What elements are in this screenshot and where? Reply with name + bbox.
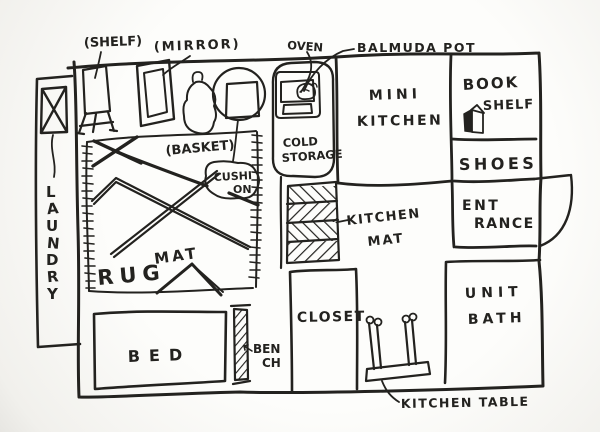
kitchen-table-icon <box>364 312 432 383</box>
entrance-room: ENT RANCE <box>462 198 535 232</box>
bench-icon <box>229 303 252 386</box>
shoes-cabinet: SHOES <box>459 154 538 174</box>
unit-bath-room: UNIT BATH <box>443 258 542 385</box>
laundry-letter: R <box>46 267 60 286</box>
kitchen-mat-icon <box>285 180 341 265</box>
unit-bath-label-line2: BATH <box>468 310 526 328</box>
closet-label: CLOSET <box>297 309 366 326</box>
basket-icon <box>182 71 217 135</box>
washing-machine-icon <box>39 85 69 135</box>
mirror-label: (MIRROR) <box>154 37 241 55</box>
kitchen-table-leader-line <box>381 380 400 403</box>
laundry-room: L A U N D R Y <box>34 74 82 349</box>
cushion-label-line2: ON <box>233 183 252 196</box>
rug-zigzag-pattern <box>90 135 260 297</box>
shelf-leader-line <box>94 51 102 79</box>
mirror-leader-line <box>162 55 191 76</box>
book-shelf-label-line2: SHELF <box>483 97 535 114</box>
rug-fringe-left <box>81 145 96 289</box>
basket-label: (BASKET) <box>165 138 235 159</box>
kitchen-mat-label-line2: MAT <box>367 231 405 250</box>
rug-icon <box>81 130 263 297</box>
kitchen-mat-label-line1: KITCHEN <box>346 206 422 229</box>
mini-kitchen-room: MINI KITCHEN <box>357 86 444 130</box>
shoes-label: SHOES <box>459 154 538 174</box>
oven-icon <box>275 70 321 119</box>
rug-label-word1: RUG <box>96 260 166 290</box>
balmuda-pot-leader-line <box>303 48 355 92</box>
book-shelf-label-line1: BOOK <box>462 73 519 94</box>
mini-kitchen-label-line1: MINI <box>369 86 422 104</box>
balmuda-pot-icon <box>296 82 318 101</box>
mini-kitchen-label-line2: KITCHEN <box>357 112 444 130</box>
bench-label-line2: CH <box>262 356 281 370</box>
unit-bath-label-line1: UNIT <box>465 284 523 302</box>
chair-icon <box>211 66 267 122</box>
shelf-icon <box>75 64 119 136</box>
kitchen-table-label: KITCHEN TABLE <box>401 394 530 411</box>
entrance-label-line2: RANCE <box>474 216 535 232</box>
bench-leader-arrow <box>243 344 253 352</box>
laundry-letter: A <box>46 199 60 218</box>
laundry-letter: L <box>46 183 56 201</box>
mirror-icon <box>135 58 176 128</box>
bed-icon: BED <box>92 310 228 391</box>
cushion-leader-line <box>232 119 239 162</box>
kitchen-mat-leader-line <box>337 219 349 223</box>
cushion-label-line1: CUSHI <box>213 169 252 184</box>
laundry-letter: U <box>46 217 58 235</box>
cold-storage-unit: COLD STORAGE <box>271 60 343 179</box>
entrance-door-arc <box>532 173 574 248</box>
laundry-letter: D <box>46 251 58 269</box>
laundry-letter: N <box>46 234 60 253</box>
balmuda-pot-label: BALMUDA POT <box>357 40 476 55</box>
oven-label: OVEN <box>287 38 324 54</box>
laundry-leader-line <box>50 134 56 178</box>
laundry-letter: Y <box>46 285 59 303</box>
entrance-label-line1: ENT <box>462 198 500 214</box>
shelf-label: (SHELF) <box>84 34 143 51</box>
book-icon <box>463 104 485 134</box>
laundry-label: L A U N D R Y <box>46 183 60 303</box>
bed-label: BED <box>127 345 191 366</box>
closet-room: CLOSET <box>288 267 366 393</box>
rug-fringe-right <box>248 134 263 279</box>
interior-walls <box>279 53 538 270</box>
bench-label-line1: BEN <box>253 342 280 356</box>
cold-storage-label-line2: STORAGE <box>281 147 343 165</box>
cold-storage-label-line1: COLD <box>282 134 318 150</box>
book-shelf-room: BOOK SHELF <box>462 73 535 134</box>
cushion-bubble: CUSHI ON <box>204 160 260 200</box>
